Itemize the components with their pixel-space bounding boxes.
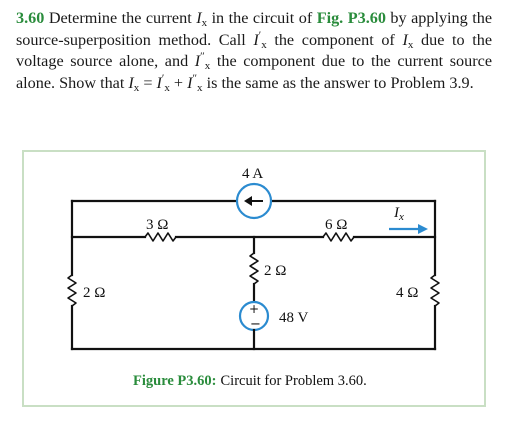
current-source (235, 182, 273, 220)
resistor-3ohm (144, 232, 177, 242)
current-ix-arrow (389, 224, 428, 234)
resistor-left-label: 2 Ω (83, 285, 105, 301)
svg-text:+: + (249, 302, 259, 316)
svg-text:−: − (250, 317, 261, 332)
current-source-label: 4 A (242, 166, 263, 182)
figure-caption: Figure P3.60:Circuit for Problem 3.60. (133, 373, 367, 389)
problem-number: 3.60 (16, 9, 45, 27)
problem-statement: 3.60 Determine the current Ix in the cir… (16, 9, 493, 94)
resistor-middle-label: 2 Ω (264, 263, 286, 279)
resistor-3ohm-label: 3 Ω (146, 217, 168, 233)
resistor-left-2ohm (67, 274, 77, 307)
current-ix-label: Ix (393, 205, 404, 223)
resistor-right-label: 4 Ω (396, 285, 418, 301)
voltage-source-label: 48 V (279, 310, 308, 326)
figure-reference: Fig. P3.60 (316, 9, 386, 27)
voltage-source: + − (238, 300, 270, 332)
arrow-left-icon (244, 196, 252, 206)
resistor-middle-2ohm (249, 252, 259, 285)
resistor-right-4ohm (430, 274, 440, 307)
resistor-6ohm-label: 6 Ω (325, 217, 347, 233)
resistor-6ohm (322, 232, 355, 242)
